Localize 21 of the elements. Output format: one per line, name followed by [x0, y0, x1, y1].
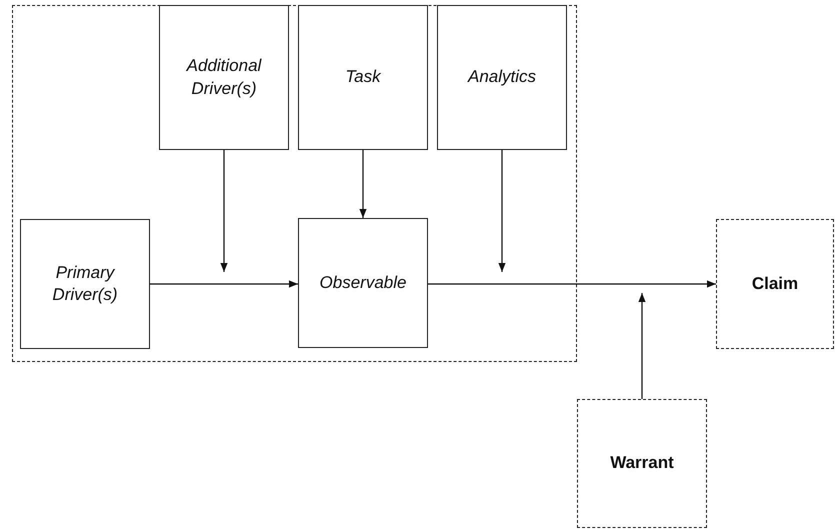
process-box — [577, 399, 707, 528]
node-label: Analytics — [466, 66, 538, 88]
arrow — [498, 150, 506, 272]
arrow — [359, 150, 367, 218]
node-label: Claim — [750, 272, 800, 295]
process-box — [716, 219, 834, 349]
node-label: Warrant — [609, 452, 675, 474]
arrow — [150, 280, 298, 288]
process-box — [298, 5, 428, 150]
process-box — [298, 218, 428, 348]
node-label: Primary Driver(s) — [51, 262, 119, 306]
process-box — [437, 5, 567, 150]
arrow — [638, 293, 646, 399]
node-label: Additional Driver(s) — [185, 55, 263, 100]
process-box — [159, 5, 289, 150]
arrow — [428, 280, 716, 288]
process-box — [20, 219, 150, 349]
node-label: Task — [344, 66, 382, 88]
arrow — [220, 150, 228, 272]
node-label: Observable — [318, 272, 408, 294]
group-boundary-box — [12, 5, 577, 362]
